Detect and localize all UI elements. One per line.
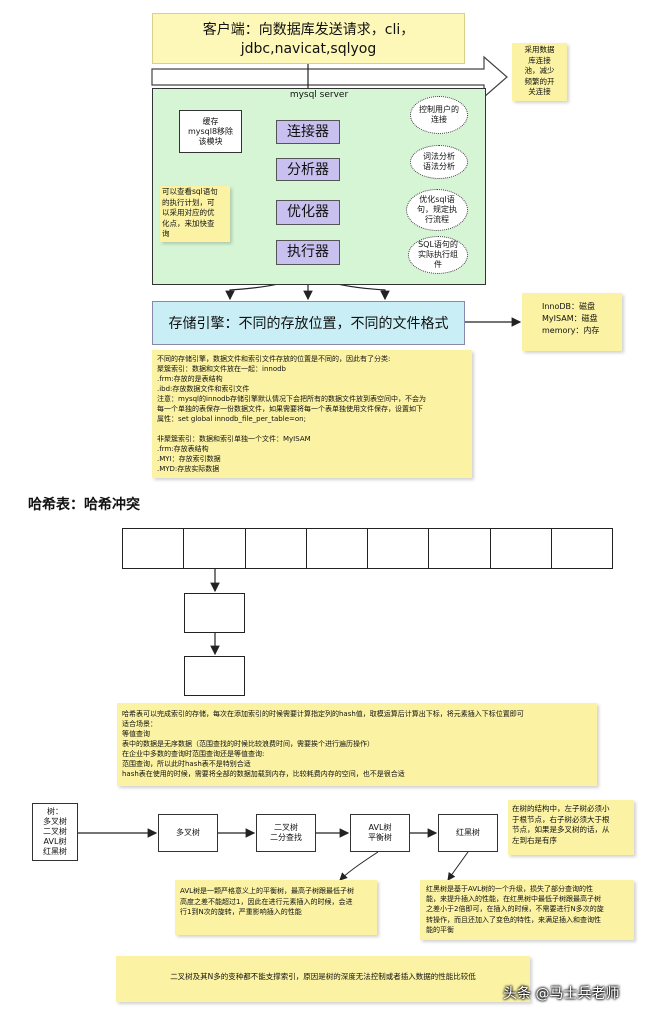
hash-bucket <box>244 528 307 569</box>
hash-bucket <box>550 528 613 569</box>
parser-cloud: 词法分析 语法分析 <box>410 145 468 179</box>
connector-layer: 连接器 <box>276 120 340 144</box>
hash-bucket <box>183 528 246 569</box>
hash-heading: 哈希表：哈希冲突 <box>28 497 140 513</box>
hash-bucket <box>367 528 430 569</box>
avl-note: AVL树是一颗严格意义上的平衡树，最高子树跟最低子树 高度之差不能超过1，因此在… <box>175 880 377 935</box>
executor-cloud: SQL语句的 实际执行组 件 <box>408 236 468 274</box>
hash-bucket <box>428 528 491 569</box>
mysql-server-title: mysql server <box>289 90 349 100</box>
executor-layer: 执行器 <box>276 240 340 265</box>
hash-bucket <box>489 528 552 569</box>
connector-cloud: 控制用户的 连接 <box>410 96 468 134</box>
red-black-note: 红黑树是基于AVL树的一个升级，损失了部分查询的性 能，来提升插入的性能，在红黑… <box>420 880 634 940</box>
storage-note: 不同的存储引擎，数据文件和索引文件存放的位置是不同的，因此有了分类: 聚簇索引：… <box>152 350 472 478</box>
red-black-tree-box: 红黑树 <box>438 814 498 852</box>
tree-types-box: 树： 多叉树 二叉树 AVL树 红黑树 <box>32 803 78 861</box>
tree-order-note: 在树的结构中，左子树必须小 于根节点，右子树必须大于根 节点，如果是多叉树的话，… <box>508 800 634 855</box>
hash-bucket <box>305 528 368 569</box>
storage-engine-box: 存储引擎：不同的存放位置，不同的文件格式 <box>152 301 465 345</box>
hash-chain-node <box>184 656 245 696</box>
hash-chain-node <box>184 593 245 633</box>
parser-layer: 分析器 <box>276 158 340 181</box>
cache-box: 缓存 mysql8移除 该模块 <box>179 110 242 153</box>
multiway-tree-box: 多叉树 <box>158 814 218 852</box>
optimizer-note: 可以查看sql语句 的执行计划，可 以采用对应的优 化点，来加快查 询 <box>160 186 230 242</box>
connection-pool-arrow <box>151 55 508 99</box>
connection-pool-note: 采用数据 库连接 池，减少 频繁的开 关连接 <box>512 43 567 101</box>
engines-note: InnoDB：磁盘 MyISAM：磁盘 memory：内存 <box>522 293 622 351</box>
hash-bucket-array <box>122 528 613 569</box>
client-box: 客户端：向数据库发送请求，cli， jdbc,navicat,sqlyog <box>152 13 465 64</box>
optimizer-cloud: 优化sql语 句，规定执 行流程 <box>406 189 468 231</box>
hash-note: 哈希表可以完成索引的存储，每次在添加索引的时候需要计算指定列的hash值，取模运… <box>117 703 597 786</box>
hash-bucket <box>122 528 185 569</box>
bottom-note: 二叉树及其N多的变种都不能支撑索引，原因是树的深度无法控制或者插入数据的性能比较… <box>116 956 530 1002</box>
optimizer-layer: 优化器 <box>276 200 340 225</box>
avl-tree-box: AVL树 平衡树 <box>350 814 410 852</box>
watermark: 头条 @马士兵老师 <box>503 986 620 1002</box>
binary-tree-box: 二叉树 二分查找 <box>256 814 316 852</box>
